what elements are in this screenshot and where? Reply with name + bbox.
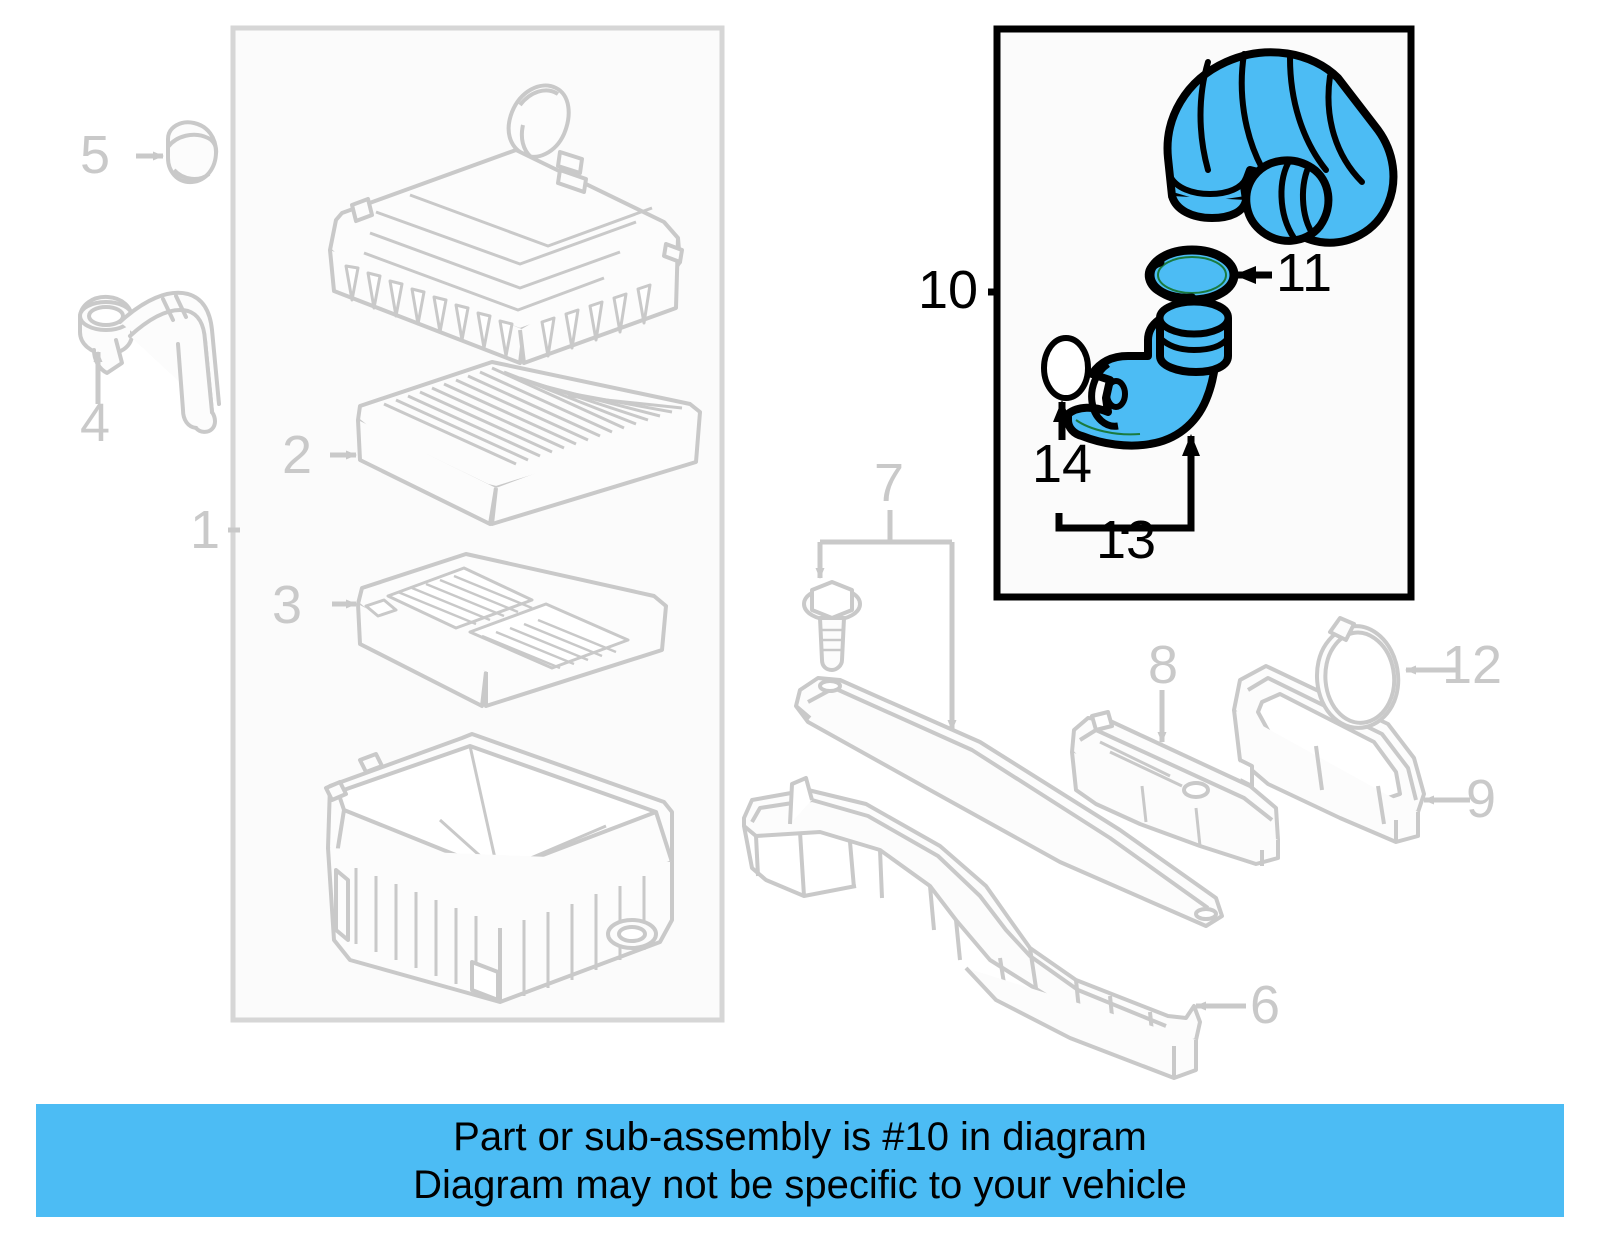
callout-label-9: 9 <box>1466 769 1497 829</box>
part-2-filter-element-illustration <box>356 360 702 526</box>
disclaimer-line-1: Part or sub-assembly is #10 in diagram <box>453 1114 1147 1159</box>
callout-label-12: 12 <box>1442 635 1503 695</box>
callout-label-1: 1 <box>190 500 221 560</box>
air-cleaner-lower-housing-illustration <box>324 732 674 1004</box>
callout-label-3: 3 <box>272 575 303 635</box>
callout-label-8: 8 <box>1148 635 1179 695</box>
part-5-grommet-illustration <box>166 120 219 185</box>
callout-label-4: 4 <box>80 393 111 453</box>
part-3-tray-grid-illustration <box>356 552 668 708</box>
air-cleaner-cover-illustration <box>328 83 684 365</box>
part-11-hose-clamp-illustration <box>1144 245 1239 305</box>
part-10-intake-hose-illustration <box>1163 48 1398 247</box>
callout-label-2: 2 <box>282 425 313 485</box>
disclaimer-banner: Part or sub-assembly is #10 in diagram D… <box>36 1104 1564 1217</box>
part-14-o-ring-illustration <box>1041 335 1091 401</box>
part-13-leader-lines <box>1055 434 1200 534</box>
callout-label-14: 14 <box>1032 434 1093 494</box>
disclaimer-line-2: Diagram may not be specific to your vehi… <box>413 1162 1187 1207</box>
callout-label-5: 5 <box>80 125 111 185</box>
lower-air-duct-illustration <box>742 776 1202 1080</box>
part-7-leader-lines <box>815 510 957 731</box>
part-13-elbow-hose-illustration <box>1064 298 1232 450</box>
callout-label-10: 10 <box>918 260 979 320</box>
callout-label-7: 7 <box>874 453 905 513</box>
callout-label-11: 11 <box>1276 243 1333 303</box>
part-12-seal-ring-illustration <box>1315 616 1401 730</box>
upper-air-duct-illustration <box>794 676 1224 928</box>
part-9-inlet-duct-illustration <box>1232 664 1426 844</box>
part-4-breather-hose-illustration <box>78 290 221 434</box>
callout-label-13: 13 <box>1096 510 1157 570</box>
part-7-bolt-illustration <box>802 580 862 672</box>
callout-label-6: 6 <box>1250 975 1281 1035</box>
part-8-duct-bracket-illustration <box>1070 710 1280 866</box>
